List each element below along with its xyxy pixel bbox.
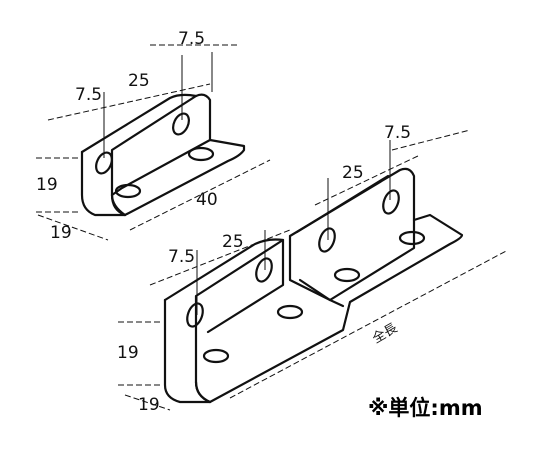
small-top-offset-label: 7.5 xyxy=(178,29,205,49)
unit-note: ※単位:mm xyxy=(368,396,483,420)
long-bracket-dimension-lines xyxy=(118,129,509,411)
long-height-label: 19 xyxy=(117,343,139,363)
small-length-label: 40 xyxy=(196,190,218,210)
long-depth-label: 19 xyxy=(138,395,160,415)
overall-length-label: 全長 xyxy=(370,320,401,347)
long-top-offset-label: 7.5 xyxy=(384,123,411,143)
small-bracket xyxy=(80,93,246,217)
small-hole-pitch-label: 25 xyxy=(128,71,150,91)
long-bracket xyxy=(163,167,464,404)
long-side-offset-label: 7.5 xyxy=(168,247,195,267)
long-hole-pitch-right-label: 25 xyxy=(342,163,364,183)
small-height-label: 19 xyxy=(36,175,58,195)
long-hole-pitch-left-label: 25 xyxy=(222,232,244,252)
small-bracket-dimension-lines xyxy=(36,44,271,241)
small-depth-label: 19 xyxy=(50,223,72,243)
small-side-offset-label: 7.5 xyxy=(75,85,102,105)
